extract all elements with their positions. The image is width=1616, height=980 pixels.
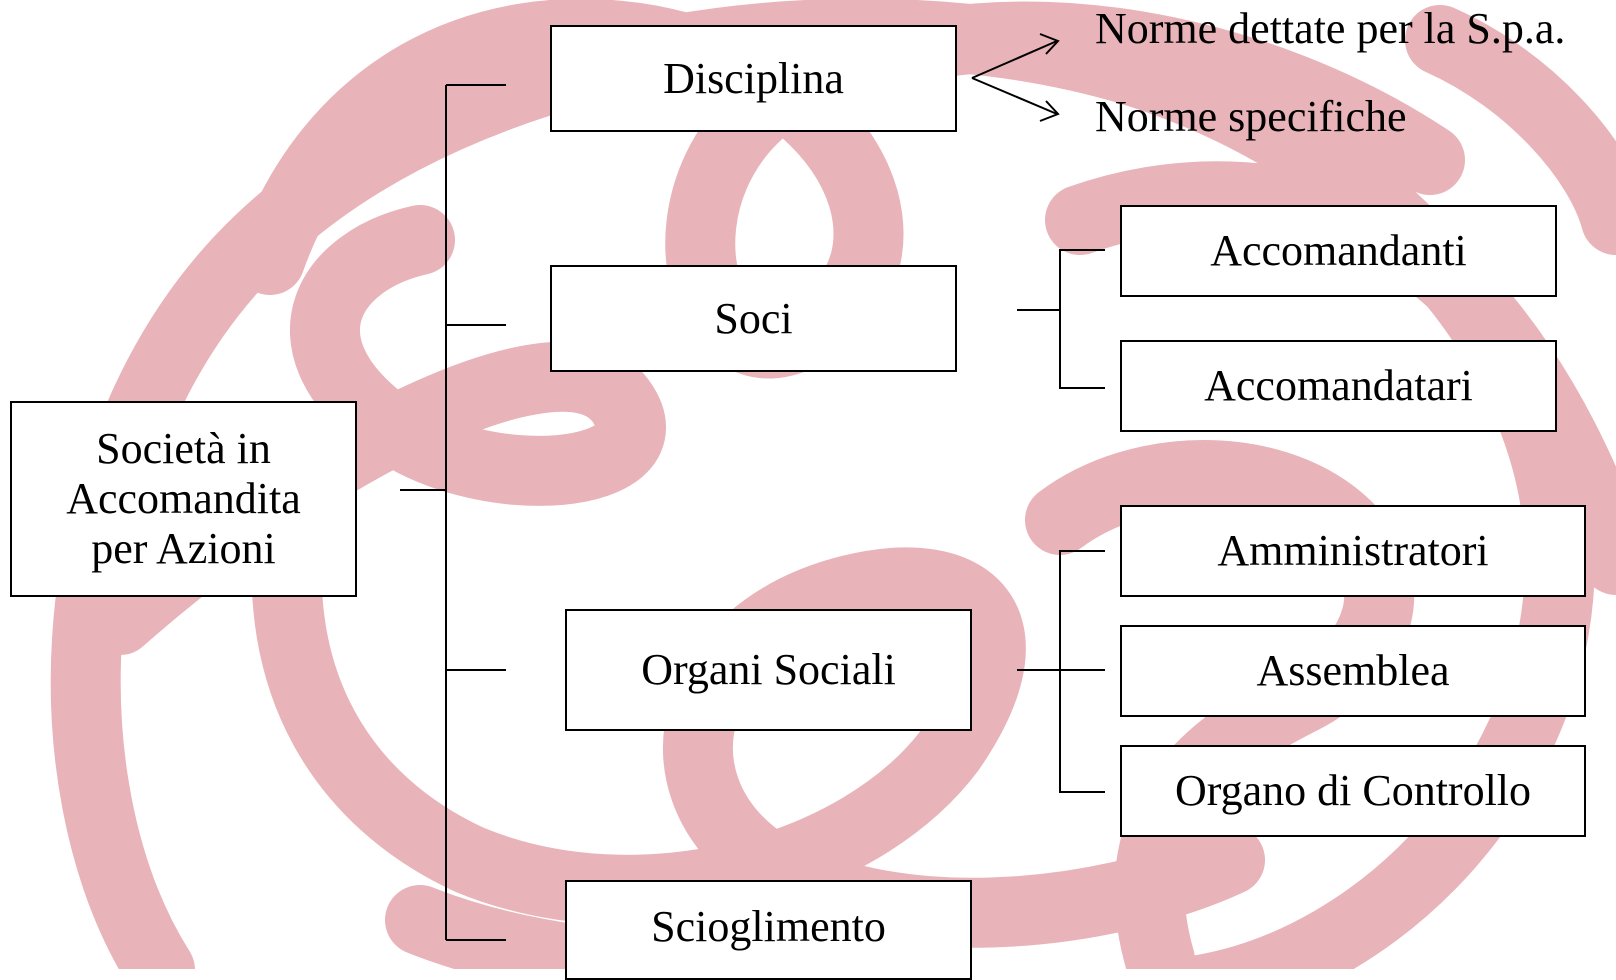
root-label-line-3: per Azioni [91,524,276,573]
norme-specifiche-text: Norme specifiche [1095,92,1407,141]
organo-controllo-box: Organo di Controllo [1120,745,1586,837]
disciplina-label: Disciplina [663,53,844,103]
root-label: Società in Accomandita per Azioni [66,424,301,574]
assemblea-label: Assemblea [1256,646,1450,695]
connector-soci-bracket [1059,249,1105,389]
accomandatari-box: Accomandatari [1120,340,1557,432]
root-box: Società in Accomandita per Azioni [10,401,357,597]
scioglimento-label: Scioglimento [651,902,886,951]
arrowhead-norme-specifiche [1039,100,1060,122]
accomandanti-label: Accomandanti [1210,226,1467,275]
arrow-to-norme-specifiche [971,77,1058,115]
connector-organi-bracket [1059,550,1105,793]
organi-sociali-box: Organi Sociali [565,609,972,731]
norme-spa-text: Norme dettate per la S.p.a. [1095,4,1566,53]
accomandanti-box: Accomandanti [1120,205,1557,297]
soci-label: Soci [714,293,793,343]
organo-controllo-label: Organo di Controllo [1174,766,1532,815]
root-label-line-2: Accomandita [66,474,301,523]
root-label-line-1: Società in [96,424,271,473]
arrow-to-norme-spa [971,40,1058,79]
amministratori-label: Amministratori [1217,526,1489,575]
accomandatari-label: Accomandatari [1204,361,1473,410]
assemblea-box: Assemblea [1120,625,1586,717]
soci-box: Soci [550,265,957,372]
disciplina-box: Disciplina [550,25,957,132]
scioglimento-box: Scioglimento [565,880,972,980]
arrowhead-norme-spa [1039,33,1060,55]
amministratori-box: Amministratori [1120,505,1586,597]
organi-sociali-label: Organi Sociali [641,645,896,694]
